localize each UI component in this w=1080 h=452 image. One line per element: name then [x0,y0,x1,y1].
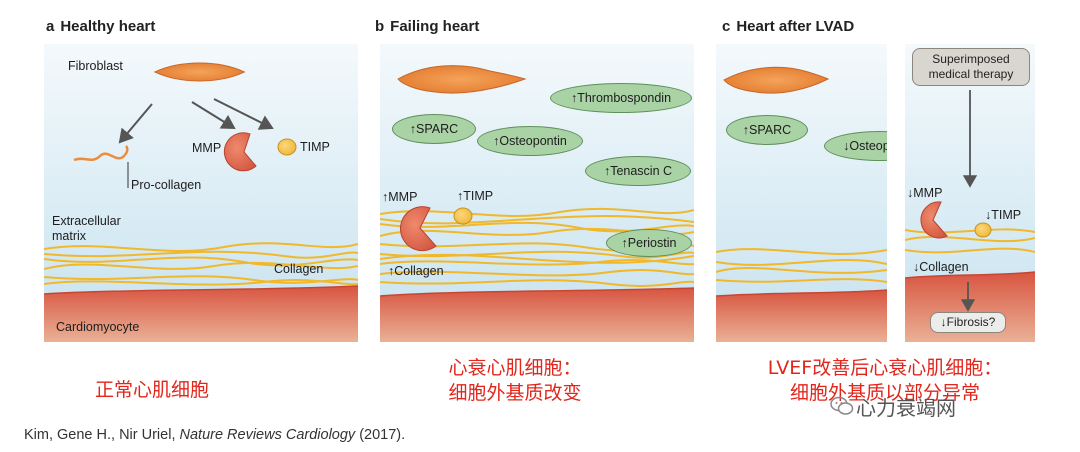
panel-b-title: b Failing heart [375,18,479,35]
mmp-label: ↓MMP [907,186,943,200]
collagen-label: ↓Collagen [913,260,969,274]
timp-label: ↓TIMP [985,208,1022,222]
cardiomyocyte-layer [44,286,358,342]
panel-c-right: ↓MMP ↓TIMP ↓Collagen ↓Fibrosis? [905,44,1035,342]
panel-c-letter: c [722,18,731,35]
timp-molecule [277,138,297,156]
collagen-label: ↑Collagen [388,264,444,278]
panel-a: Fibroblast MMP TIMP Pro-collagen Extrace… [44,44,358,342]
tenascin-pill: ↑Tenascin C [585,156,691,186]
thrombospondin-pill: ↑Thrombospondin [550,83,692,113]
chinese-label-b: 心衰心肌细胞： 细胞外基质改变 [448,357,582,404]
panel-c-left-graphic [716,44,887,342]
panel-b: ↑Thrombospondin ↑SPARC ↑Osteopontin ↑Ten… [380,44,694,342]
collagen-fibers [44,242,358,286]
osteopontin-pill: ↓Osteopontin [824,131,887,161]
wechat-icon [830,396,854,415]
periostin-pill: ↑Periostin [606,229,692,257]
panel-a-letter: a [46,18,55,35]
fibroblast-cell [723,66,830,94]
citation-journal: Nature Reviews Cardiology [179,427,356,443]
cardiomyocyte-layer [380,288,694,342]
panel-c-title-text: Heart after LVAD [736,18,855,35]
timp-label: ↑TIMP [457,189,494,203]
mmp-enzyme [223,132,257,172]
citation: Kim, Gene H., Nir Uriel, Nature Reviews … [24,427,405,443]
sparc-pill: ↑SPARC [392,114,476,144]
collagen-label: Collagen [274,262,324,276]
citation-authors: Kim, Gene H., Nir Uriel, [24,427,180,443]
mmp-enzyme [399,206,437,252]
fibroblast-cell [397,65,527,94]
osteopontin-pill: ↑Osteopontin [477,126,583,156]
collagen-fibers-reduced [905,228,1035,254]
panel-a-graphic [44,44,358,342]
timp-molecule [974,222,992,238]
superimposed-therapy-box: Superimposed medical therapy [912,48,1030,86]
cardiomyocyte-label: Cardiomyocyte [56,320,140,334]
chinese-label-c: LVEF改善后心衰心肌细胞： 细胞外基质以部分异常 [767,357,1003,404]
watermark-text: 心力衰竭网 [856,396,956,420]
panel-b-letter: b [375,18,385,35]
sparc-pill: ↑SPARC [726,115,808,145]
fibroblast-cell [153,62,246,82]
pro-collagen-strand [73,145,129,162]
panel-c-title: c Heart after LVAD [722,18,854,35]
mmp-enzyme [920,201,948,239]
fibrosis-box: ↓Fibrosis? [930,312,1006,333]
collagen-fibers [716,248,887,283]
mmp-label: MMP [192,141,222,155]
citation-year: (2017). [355,427,406,443]
timp-molecule [453,207,473,225]
panel-a-title-text: Healthy heart [60,18,156,35]
panel-a-title: a Healthy heart [46,18,155,35]
cardiomyocyte-layer [716,290,887,342]
panel-b-title-text: Failing heart [390,18,480,35]
mmp-label: ↑MMP [382,190,418,204]
ecm-label: Extracellular matrix [52,214,121,243]
pro-collagen-label: Pro-collagen [131,178,202,192]
timp-label: TIMP [300,140,330,154]
panel-c-left: ↑SPARC ↓Osteopontin [716,44,887,342]
fibroblast-label: Fibroblast [68,59,123,73]
chinese-label-a: 正常心肌细胞 [94,379,209,401]
